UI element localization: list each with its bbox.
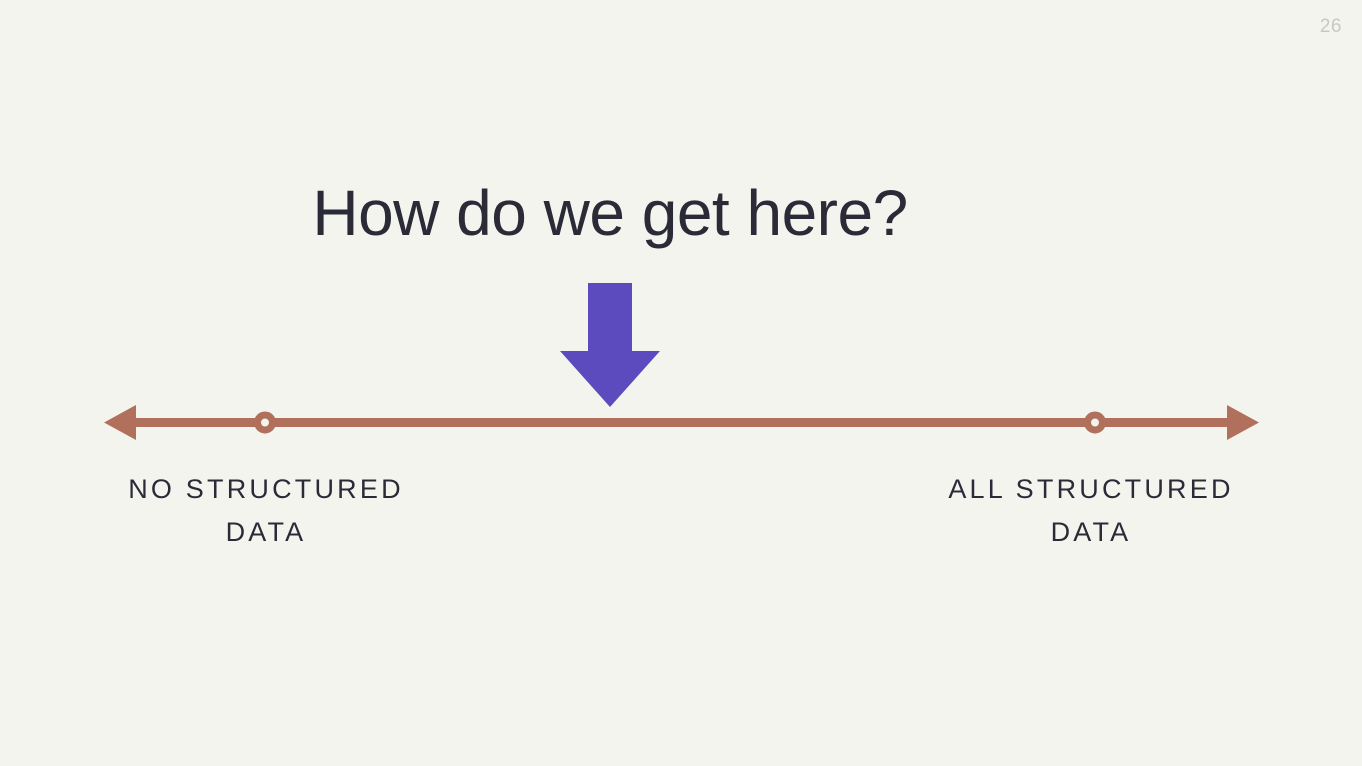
marker-all-structured-data[interactable]: [1084, 411, 1106, 434]
spectrum-left-arrowhead: [104, 405, 136, 440]
spectrum-right-arrowhead: [1227, 405, 1259, 440]
axis-label-left-line1: NO STRUCTURED: [128, 474, 404, 504]
marker-no-structured-data[interactable]: [254, 411, 276, 434]
spectrum-axis: [96, 398, 1266, 448]
down-arrow-shape: [560, 283, 660, 407]
axis-label-left: NO STRUCTURED DATA: [56, 468, 476, 554]
down-arrow-icon: [560, 283, 660, 407]
axis-label-right-line1: ALL STRUCTURED: [948, 474, 1234, 504]
page-title: How do we get here?: [312, 177, 908, 249]
page-number: 26: [1319, 16, 1342, 37]
spectrum-line: [126, 418, 1236, 427]
axis-label-right: ALL STRUCTURED DATA: [881, 468, 1301, 554]
axis-label-left-line2: DATA: [225, 517, 307, 547]
axis-label-right-line2: DATA: [1050, 517, 1132, 547]
